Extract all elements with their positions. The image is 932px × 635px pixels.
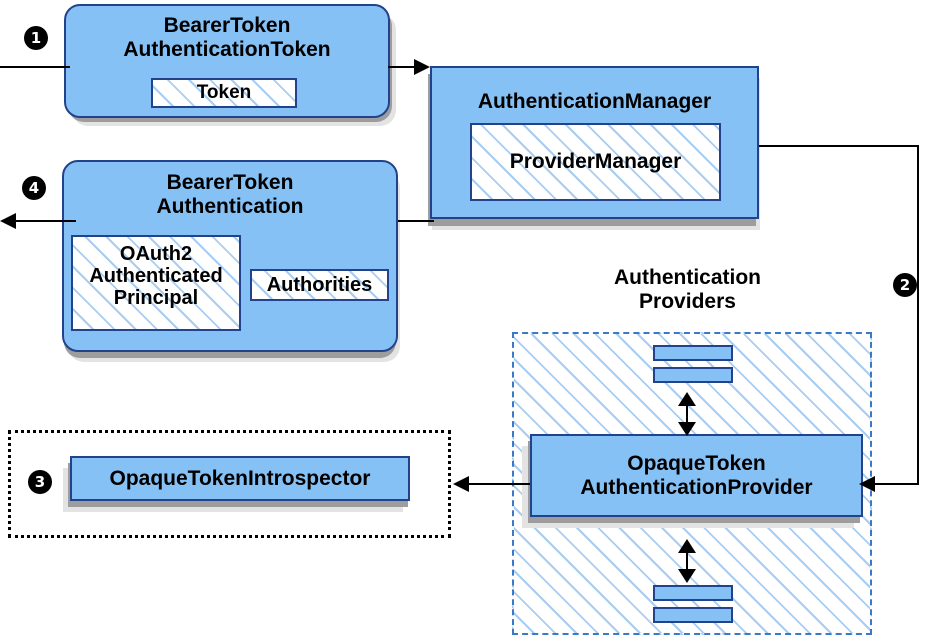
bearer-token-authentication-title-line1: BearerToken bbox=[166, 171, 294, 194]
provider-stack-bar-bottom-2 bbox=[653, 607, 733, 623]
opaque-token-authentication-provider-box[interactable]: OpaqueToken AuthenticationProvider bbox=[530, 434, 863, 517]
step-bullet-4: 4 bbox=[22, 176, 46, 200]
connector-provider-to-introspector bbox=[468, 483, 530, 485]
bearer-token-authentication-title-line2: Authentication bbox=[156, 194, 304, 218]
authentication-providers-label: Authentication Providers bbox=[545, 266, 830, 314]
authorities-label: Authorities bbox=[266, 274, 373, 296]
provider-manager-box[interactable]: ProviderManager bbox=[470, 123, 721, 201]
authentication-manager-title: AuthenticationManager bbox=[477, 90, 712, 113]
token-label: Token bbox=[196, 81, 252, 103]
provider-link-bottom-arrow-up bbox=[678, 539, 696, 553]
step-bullet-1: 1 bbox=[24, 26, 48, 50]
bearer-token-authentication-token-title-line2: AuthenticationToken bbox=[123, 37, 331, 61]
connector-response-out bbox=[14, 220, 76, 222]
introspector-group bbox=[8, 430, 451, 538]
oauth2-authenticated-principal-line1: OAuth2 bbox=[119, 243, 193, 265]
connector-manager-to-authentication bbox=[398, 220, 434, 222]
connector-request-in bbox=[0, 66, 70, 68]
opaque-token-introspector-title: OpaqueTokenIntrospector bbox=[109, 466, 371, 490]
authentication-providers-label-line1: Authentication bbox=[614, 266, 761, 289]
bearer-token-authentication-token-title: BearerToken AuthenticationToken bbox=[66, 14, 388, 61]
authentication-providers-label-line2: Providers bbox=[639, 290, 736, 314]
connector-manager-to-provider-bottom bbox=[873, 483, 919, 485]
step-bullet-3-label: 3 bbox=[34, 472, 46, 491]
opaque-token-authentication-provider-title-line2: AuthenticationProvider bbox=[580, 475, 813, 499]
opaque-token-authentication-provider-title-line1: OpaqueToken bbox=[627, 451, 766, 475]
provider-link-top-arrow-up bbox=[678, 392, 696, 406]
connector-provider-to-introspector-arrowhead bbox=[453, 476, 469, 492]
connector-response-out-arrowhead bbox=[0, 213, 16, 229]
connector-token-to-manager-arrowhead bbox=[414, 59, 430, 75]
oauth2-authenticated-principal-line2: Authenticated bbox=[89, 265, 223, 287]
connector-token-to-manager bbox=[388, 66, 424, 68]
provider-link-bottom-arrow-down bbox=[678, 569, 696, 583]
step-bullet-2-label: 2 bbox=[899, 275, 911, 294]
provider-link-top-line bbox=[686, 398, 688, 428]
provider-manager-label: ProviderManager bbox=[509, 150, 682, 174]
provider-stack-bar-bottom-1 bbox=[653, 585, 733, 601]
token-box[interactable]: Token bbox=[151, 78, 297, 108]
opaque-token-introspector-box[interactable]: OpaqueTokenIntrospector bbox=[70, 456, 410, 501]
step-bullet-2: 2 bbox=[893, 273, 917, 297]
oauth2-authenticated-principal-line3: Principal bbox=[113, 287, 199, 309]
oauth2-authenticated-principal-box[interactable]: OAuth2 Authenticated Principal bbox=[71, 235, 241, 331]
connector-manager-to-provider-vertical bbox=[917, 145, 919, 484]
connector-manager-to-provider-top bbox=[759, 145, 919, 147]
authorities-box[interactable]: Authorities bbox=[250, 269, 389, 301]
step-bullet-1-label: 1 bbox=[30, 28, 42, 47]
step-bullet-4-label: 4 bbox=[28, 178, 40, 197]
provider-link-bottom-line bbox=[686, 545, 688, 575]
step-bullet-3: 3 bbox=[28, 470, 52, 494]
provider-link-top-arrow-down bbox=[678, 422, 696, 436]
provider-stack-bar-top-1 bbox=[653, 345, 733, 361]
bearer-token-authentication-token-title-line1: BearerToken bbox=[163, 14, 291, 37]
connector-manager-to-provider-arrowhead bbox=[859, 476, 875, 492]
bearer-token-authentication-title: BearerToken Authentication bbox=[64, 171, 396, 218]
provider-stack-bar-top-2 bbox=[653, 367, 733, 383]
